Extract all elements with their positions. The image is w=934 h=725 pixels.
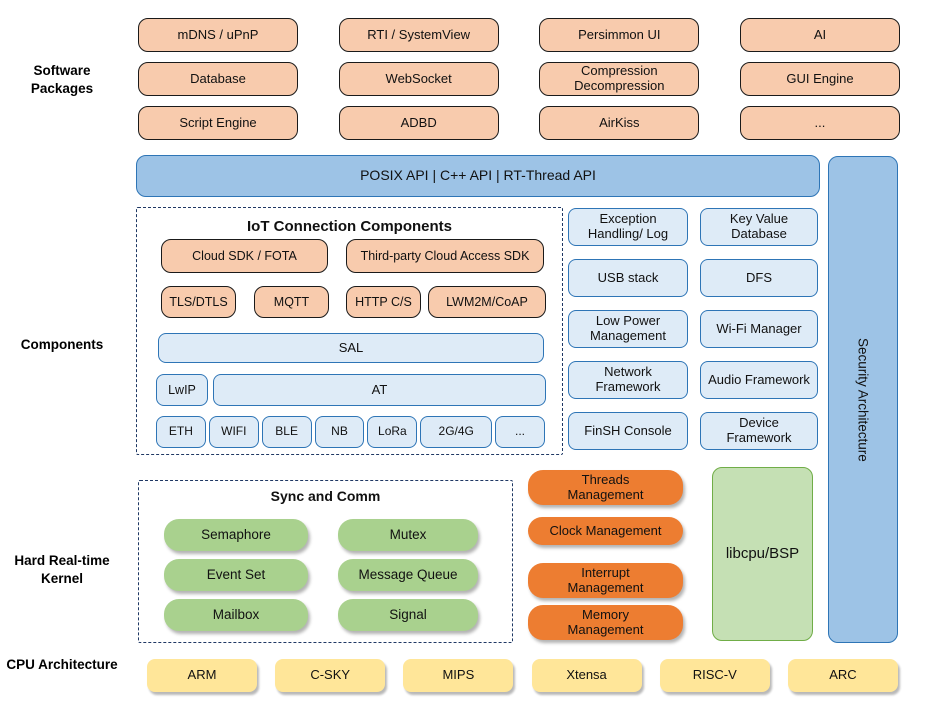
api-bar: POSIX API | C++ API | RT-Thread API [136,155,820,197]
iot-lwip: LwIP [156,374,208,406]
kernel-message-queue: Message Queue [338,559,478,591]
comp-usb-stack: USB stack [568,259,688,297]
cpu-c-sky: C-SKY [275,659,386,692]
iot-link-wifi: WIFI [208,416,259,448]
kernel-interrupt-management: Interrupt Management [528,563,683,598]
iot-lwm2m-coap: LWM2M/CoAP [428,286,546,318]
kernel-semaphore: Semaphore [164,519,308,551]
pkg-ai: AI [739,18,900,52]
iot-link-lora: LoRa [367,416,418,448]
pkg-websocket: WebSocket [338,62,499,96]
cpu-mips: MIPS [403,659,514,692]
cpu-arc: ARC [787,659,898,692]
cpu-arm: ARM [147,659,257,692]
iot-link-more: ... [495,416,545,448]
pkg-gui-engine: GUI Engine [739,62,900,96]
pkg-more: ... [739,106,900,140]
sync-grid: Semaphore Mutex Event Set Message Queue … [164,519,478,631]
label-hard-realtime-kernel: Hard Real-time Kernel [14,553,110,587]
comp-wifi-manager: Wi-Fi Manager [700,310,818,348]
iot-mqtt: MQTT [254,286,329,318]
cpu-xtensa: Xtensa [531,659,642,692]
label-software-packages: Software Packages [30,63,94,97]
iot-link-layer-row: ETH WIFI BLE NB LoRa 2G/4G ... [156,416,545,448]
comp-key-value-database: Key Value Database [700,208,818,246]
kernel-clock-management: Clock Management [528,517,683,545]
comp-dfs: DFS [700,259,818,297]
iot-third-party-cloud-sdk: Third-party Cloud Access SDK [346,239,544,273]
sync-and-comm-title: Sync and Comm [270,488,381,504]
security-architecture-bar: Security Architecture [828,156,898,643]
iot-cloud-sdk-fota: Cloud SDK / FOTA [161,239,328,273]
pkg-persimmon-ui: Persimmon UI [539,18,700,52]
comp-network-framework: Network Framework [568,361,688,399]
software-packages-grid: mDNS / uPnP RTI / SystemView Persimmon U… [138,18,900,140]
kernel-mutex: Mutex [338,519,478,551]
pkg-database: Database [138,62,298,96]
comp-low-power-management: Low Power Management [568,310,688,348]
kernel-event-set: Event Set [164,559,308,591]
kernel-threads-management: Threads Management [528,470,683,505]
components-grid: Exception Handling/ Log Key Value Databa… [568,208,818,450]
iot-link-nb: NB [314,416,365,448]
iot-at-layer: AT [213,374,546,406]
comp-device-framework: Device Framework [700,412,818,450]
pkg-adbd: ADBD [338,106,499,140]
comp-finsh-console: FinSH Console [568,412,688,450]
iot-link-2g4g: 2G/4G [420,416,493,448]
comp-exception-handling-log: Exception Handling/ Log [568,208,688,246]
kernel-memory-management: Memory Management [528,605,683,640]
cpu-architecture-row: ARM C-SKY MIPS Xtensa RISC-V ARC [147,659,898,692]
pkg-compression-decompression: Compression Decompression [539,62,700,96]
pkg-script-engine: Script Engine [138,106,298,140]
cpu-risc-v: RISC-V [659,659,770,692]
pkg-mdns-upnp: mDNS / uPnP [138,18,298,52]
iot-connection-components-group: IoT Connection Components Cloud SDK / FO… [136,207,563,455]
pkg-rti-systemview: RTI / SystemView [338,18,499,52]
iot-sal-layer: SAL [158,333,544,363]
comp-audio-framework: Audio Framework [700,361,818,399]
label-cpu-architecture: CPU Architecture [6,657,118,672]
iot-link-eth: ETH [156,416,206,448]
libcpu-bsp-block: libcpu/BSP [712,467,813,641]
label-components: Components [20,337,104,352]
iot-link-ble: BLE [261,416,312,448]
sync-and-comm-group: Sync and Comm Semaphore Mutex Event Set … [138,480,513,643]
iot-http-cs: HTTP C/S [346,286,421,318]
iot-group-title: IoT Connection Components [247,218,452,235]
kernel-mailbox: Mailbox [164,599,308,631]
kernel-signal: Signal [338,599,478,631]
iot-tls-dtls: TLS/DTLS [161,286,236,318]
pkg-airkiss: AirKiss [539,106,700,140]
